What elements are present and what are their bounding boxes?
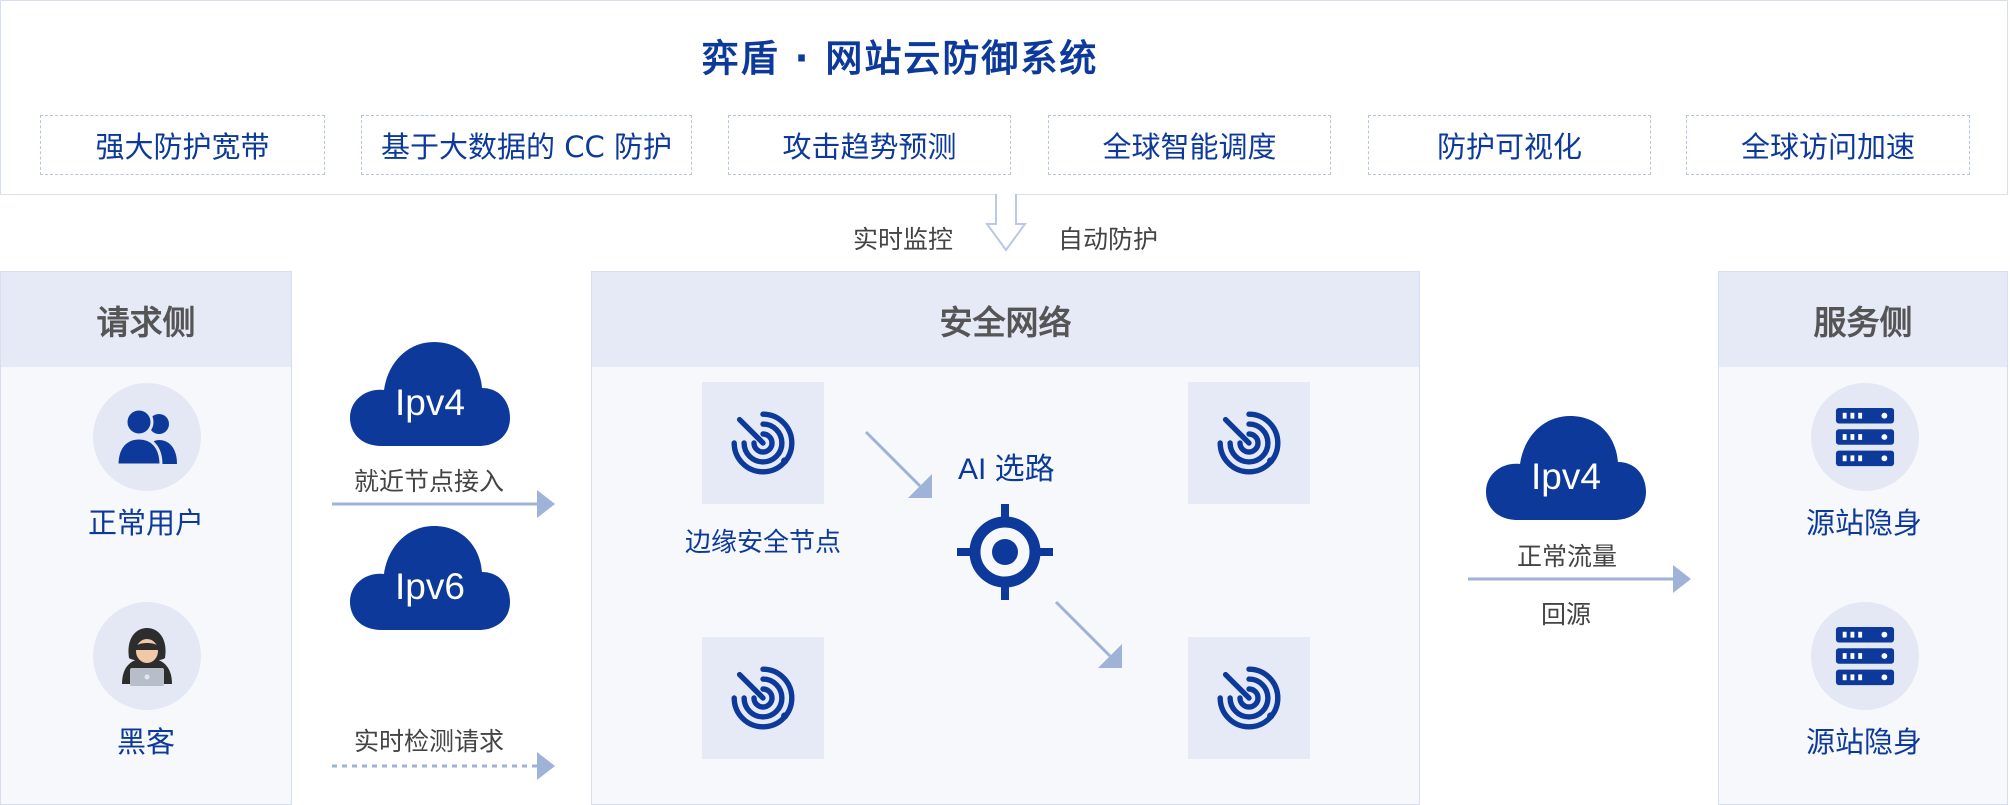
edge-node-top-left (702, 382, 824, 504)
server-side-title: 服务侧 (1719, 272, 2007, 367)
ai-routing-label: AI 选路 (958, 453, 1055, 486)
server-icon (1811, 383, 1919, 491)
detect-arrow (332, 752, 555, 780)
request-side-title: 请求侧 (1, 272, 291, 367)
normal-traffic-label: 正常流量 (1517, 542, 1618, 571)
edge-node-label: 边缘安全节点 (684, 528, 841, 558)
edge-node-bottom-right (1188, 637, 1310, 759)
cloud-ipv6-text: Ipv6 (395, 566, 465, 607)
radar-icon (1213, 407, 1285, 479)
security-network-title: 安全网络 (592, 272, 1419, 367)
radar-icon (727, 662, 799, 734)
request-side-panel: 请求侧 (0, 271, 292, 805)
target-icon (957, 504, 1053, 600)
system-banner (0, 0, 2008, 195)
feature-attack-prediction: 攻击趋势预测 (728, 115, 1011, 175)
origin-return-label: 回源 (1541, 600, 1592, 629)
system-title: 弈盾 · 网站云防御系统 (701, 37, 1099, 80)
users-icon (93, 383, 201, 491)
feature-bandwidth: 强大防护宽带 (40, 115, 325, 175)
nearest-node-label: 就近节点接入 (354, 467, 505, 496)
route-arrow-out (1054, 600, 1122, 668)
feature-visualization: 防护可视化 (1368, 115, 1651, 175)
detect-request-label: 实时检测请求 (354, 727, 505, 756)
feature-acceleration: 全球访问加速 (1686, 115, 1970, 175)
feature-global-scheduling: 全球智能调度 (1048, 115, 1331, 175)
server-icon (1811, 602, 1919, 710)
radar-icon (1213, 662, 1285, 734)
access-arrow (332, 490, 555, 518)
origin-hidden-label-1: 源站隐身 (1805, 506, 1922, 540)
origin-hidden-label-2: 源站隐身 (1805, 725, 1922, 759)
normal-user-label: 正常用户 (87, 506, 204, 540)
route-arrow-in (864, 430, 932, 498)
cloud-ipv4-text: Ipv4 (395, 382, 465, 423)
realtime-monitor-label: 实时监控 (853, 225, 954, 254)
cloud-ipv6-icon: Ipv6 (350, 522, 510, 632)
radar-icon (727, 407, 799, 479)
cloud-ipv4-return-text: Ipv4 (1531, 456, 1601, 497)
return-arrow (1468, 565, 1691, 593)
cloud-ipv4-icon: Ipv4 (350, 338, 510, 448)
cloud-ipv4-return-icon: Ipv4 (1486, 412, 1646, 522)
edge-node-bottom-left (702, 637, 824, 759)
server-side-panel: 服务侧 (1718, 271, 2008, 805)
hacker-label: 黑客 (116, 725, 175, 759)
down-flow-arrow (985, 194, 1027, 252)
hacker-icon (93, 602, 201, 710)
feature-cc-protection: 基于大数据的 CC 防护 (361, 115, 692, 175)
auto-protection-label: 自动防护 (1058, 225, 1159, 254)
edge-node-top-right (1188, 382, 1310, 504)
